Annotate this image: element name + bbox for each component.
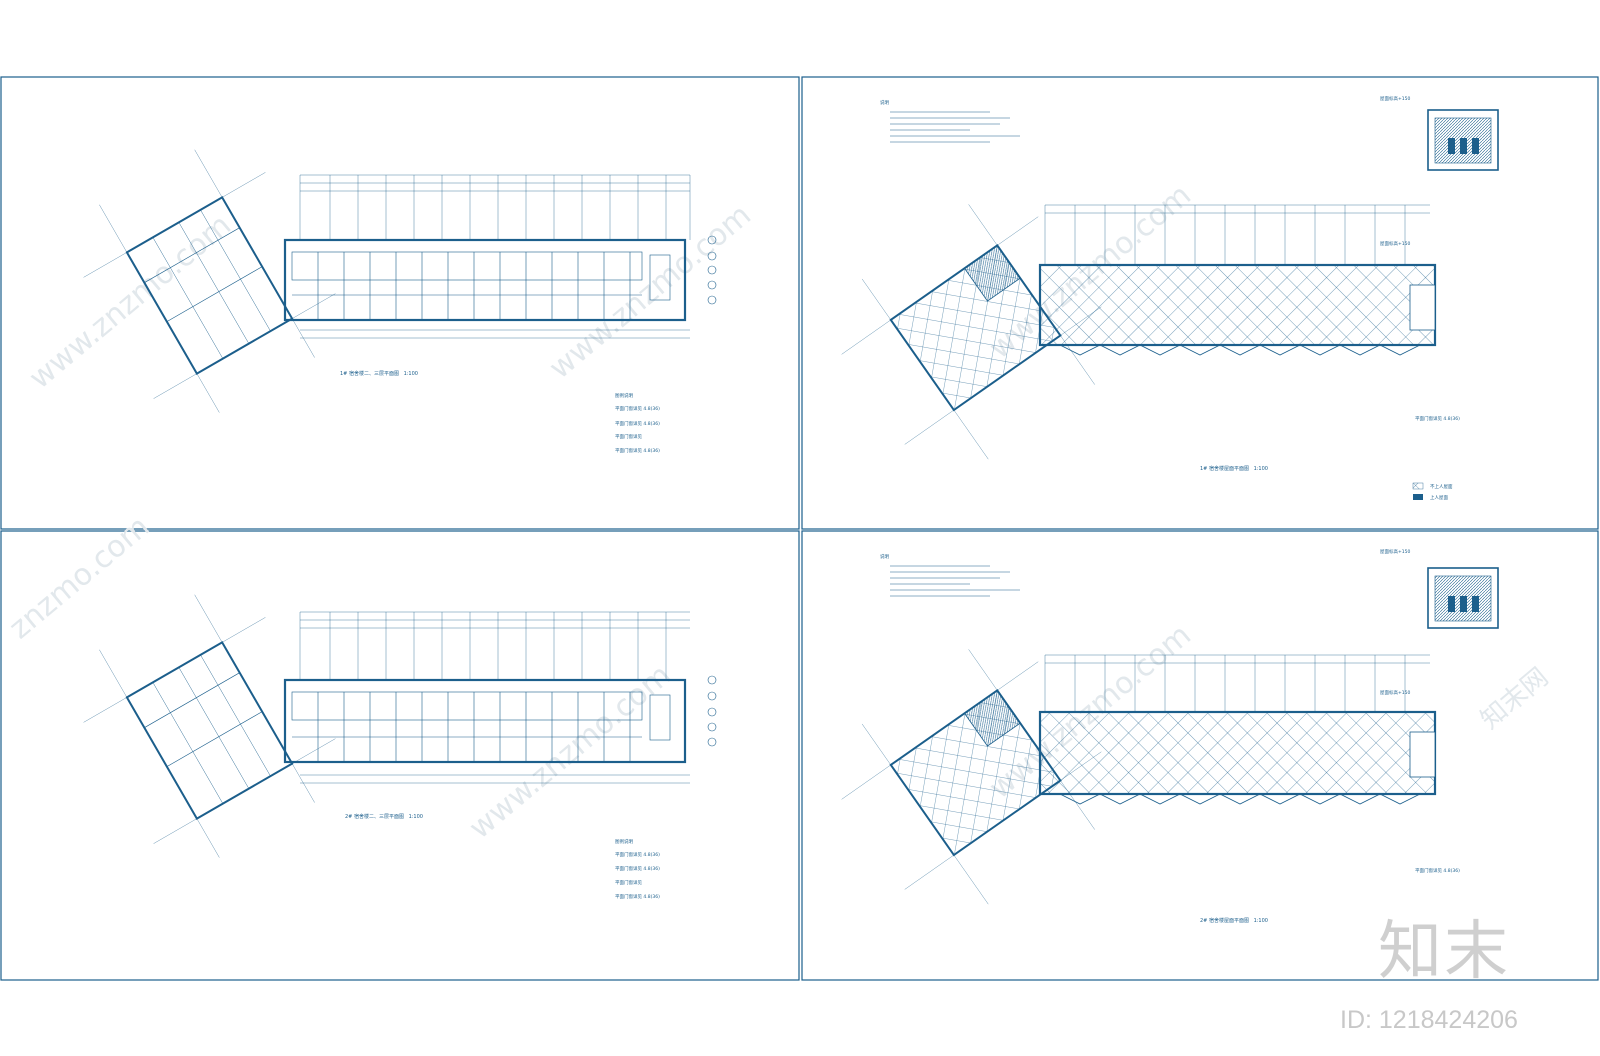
svg-text:1# 宿舍楼屋面平面图 1:100: 1# 宿舍楼屋面平面图 1:100	[1200, 465, 1268, 472]
callout-roof-elev-3: 屋面标高+150	[1380, 548, 1410, 555]
svg-text:1# 宿舍楼二、三层平面图 1:100: 1# 宿舍楼二、三层平面图 1:100	[340, 370, 418, 377]
legend-item: 平面门窗详见 4.8(36)	[615, 447, 660, 454]
sheet-2-notes-heading: 说明	[880, 99, 889, 106]
legend-item: 图例说明	[615, 392, 633, 399]
sheet-frame-3	[0, 530, 800, 981]
svg-text:2# 宿舍楼屋面平面图 1:100: 2# 宿舍楼屋面平面图 1:100	[1200, 917, 1268, 924]
brand-logo: 知末	[1378, 915, 1510, 989]
sheet-1-title: 1# 宿舍楼二、三层平面图	[340, 370, 399, 377]
sheet-4-scale: 1:100	[1254, 918, 1268, 924]
legend-item: 图例说明	[615, 838, 633, 845]
grid-lines-top	[299, 174, 691, 240]
svg-text:znzmo.com: znzmo.com	[3, 509, 157, 646]
axis-bubbles-right	[707, 235, 717, 305]
legend-item: 平面门窗详见 4.8(36)	[1415, 415, 1460, 422]
angled-roof-wing	[841, 204, 1102, 460]
sheet-4-title: 2# 宿舍楼屋面平面图	[1200, 917, 1249, 924]
sheet-2-scale: 1:100	[1254, 466, 1268, 472]
svg-text:知末网: 知末网	[1475, 662, 1554, 735]
sheet-frame-1	[0, 76, 800, 530]
sheet-1-scale: 1:100	[404, 371, 418, 377]
legend-item: 上人屋面	[1430, 494, 1448, 501]
room-cells	[292, 252, 642, 320]
svg-text:www.znzmo.com: www.znzmo.com	[463, 658, 678, 847]
sheet-3-title: 2# 宿舍楼二、三层平面图	[345, 813, 404, 820]
sheet-2-title: 1# 宿舍楼屋面平面图	[1200, 465, 1249, 472]
wm-brand: 知末网	[1475, 662, 1554, 735]
roof-detail-box	[1427, 109, 1499, 171]
angled-wing	[83, 149, 336, 413]
notes-lines	[890, 111, 1020, 143]
sheet-2-legend: 平面门窗详见 4.8(36) 不上人屋面 上人屋面	[1412, 415, 1460, 501]
legend-item: 平面门窗详见 4.8(36)	[615, 420, 660, 427]
legend-item: 平面门窗详见 4.8(36)	[615, 405, 660, 412]
sheet-4-notes-heading: 说明	[880, 553, 889, 560]
legend-item: 平面门窗详见 4.8(36)	[615, 865, 660, 872]
callout-roof-elev-2: 屋面标高+150	[1380, 240, 1410, 247]
callout-roof-elev-1: 屋面标高+150	[1380, 95, 1410, 102]
stair-roof	[1409, 284, 1436, 331]
sheet-3-scale: 1:100	[409, 814, 423, 820]
sheet-2-roof-plan: 说明	[841, 95, 1499, 501]
legend-item: 平面门窗详见	[615, 879, 642, 886]
stair-east	[649, 254, 671, 301]
sheet-frame-2	[801, 76, 1599, 530]
callout-roof-elev-4: 屋面标高+150	[1380, 689, 1410, 696]
legend-item: 平面门窗详见 4.8(36)	[615, 893, 660, 900]
svg-text:2# 宿舍楼二、三层平面图 1:100: 2# 宿舍楼二、三层平面图 1:100	[345, 813, 423, 820]
sheet-frames	[0, 76, 1599, 981]
sheet-4-roof-plan: 说明	[841, 548, 1499, 924]
legend-item: 不上人屋面	[1430, 483, 1453, 490]
legend-item: 平面门窗详见	[615, 433, 642, 440]
sheet-3-floor-plan: 2# 宿舍楼二、三层平面图 1:100 图例说明 平面门窗详见 4.8(36) …	[83, 594, 717, 900]
sheet-frame-4	[801, 530, 1599, 981]
legend-item: 平面门窗详见 4.8(36)	[615, 851, 660, 858]
roof-main	[1038, 263, 1437, 347]
image-id-label: ID: 1218424206	[1340, 1006, 1518, 1034]
sheet-1-floor-plan: 1# 宿舍楼二、三层平面图 1:100 图例说明 平面门窗详见 4.8(36) …	[83, 149, 717, 454]
wm-site-4: znzmo.com	[3, 509, 157, 646]
sheet-3-legend: 图例说明 平面门窗详见 4.8(36) 平面门窗详见 4.8(36) 平面门窗详…	[615, 838, 660, 900]
sheet-1-legend: 图例说明 平面门窗详见 4.8(36) 平面门窗详见 4.8(36) 平面门窗详…	[615, 392, 660, 454]
legend-item: 平面门窗详见 4.8(36)	[1415, 867, 1460, 874]
sheet-4-legend: 平面门窗详见 4.8(36)	[1415, 867, 1460, 874]
wm-site-5: www.znzmo.com	[463, 658, 678, 847]
